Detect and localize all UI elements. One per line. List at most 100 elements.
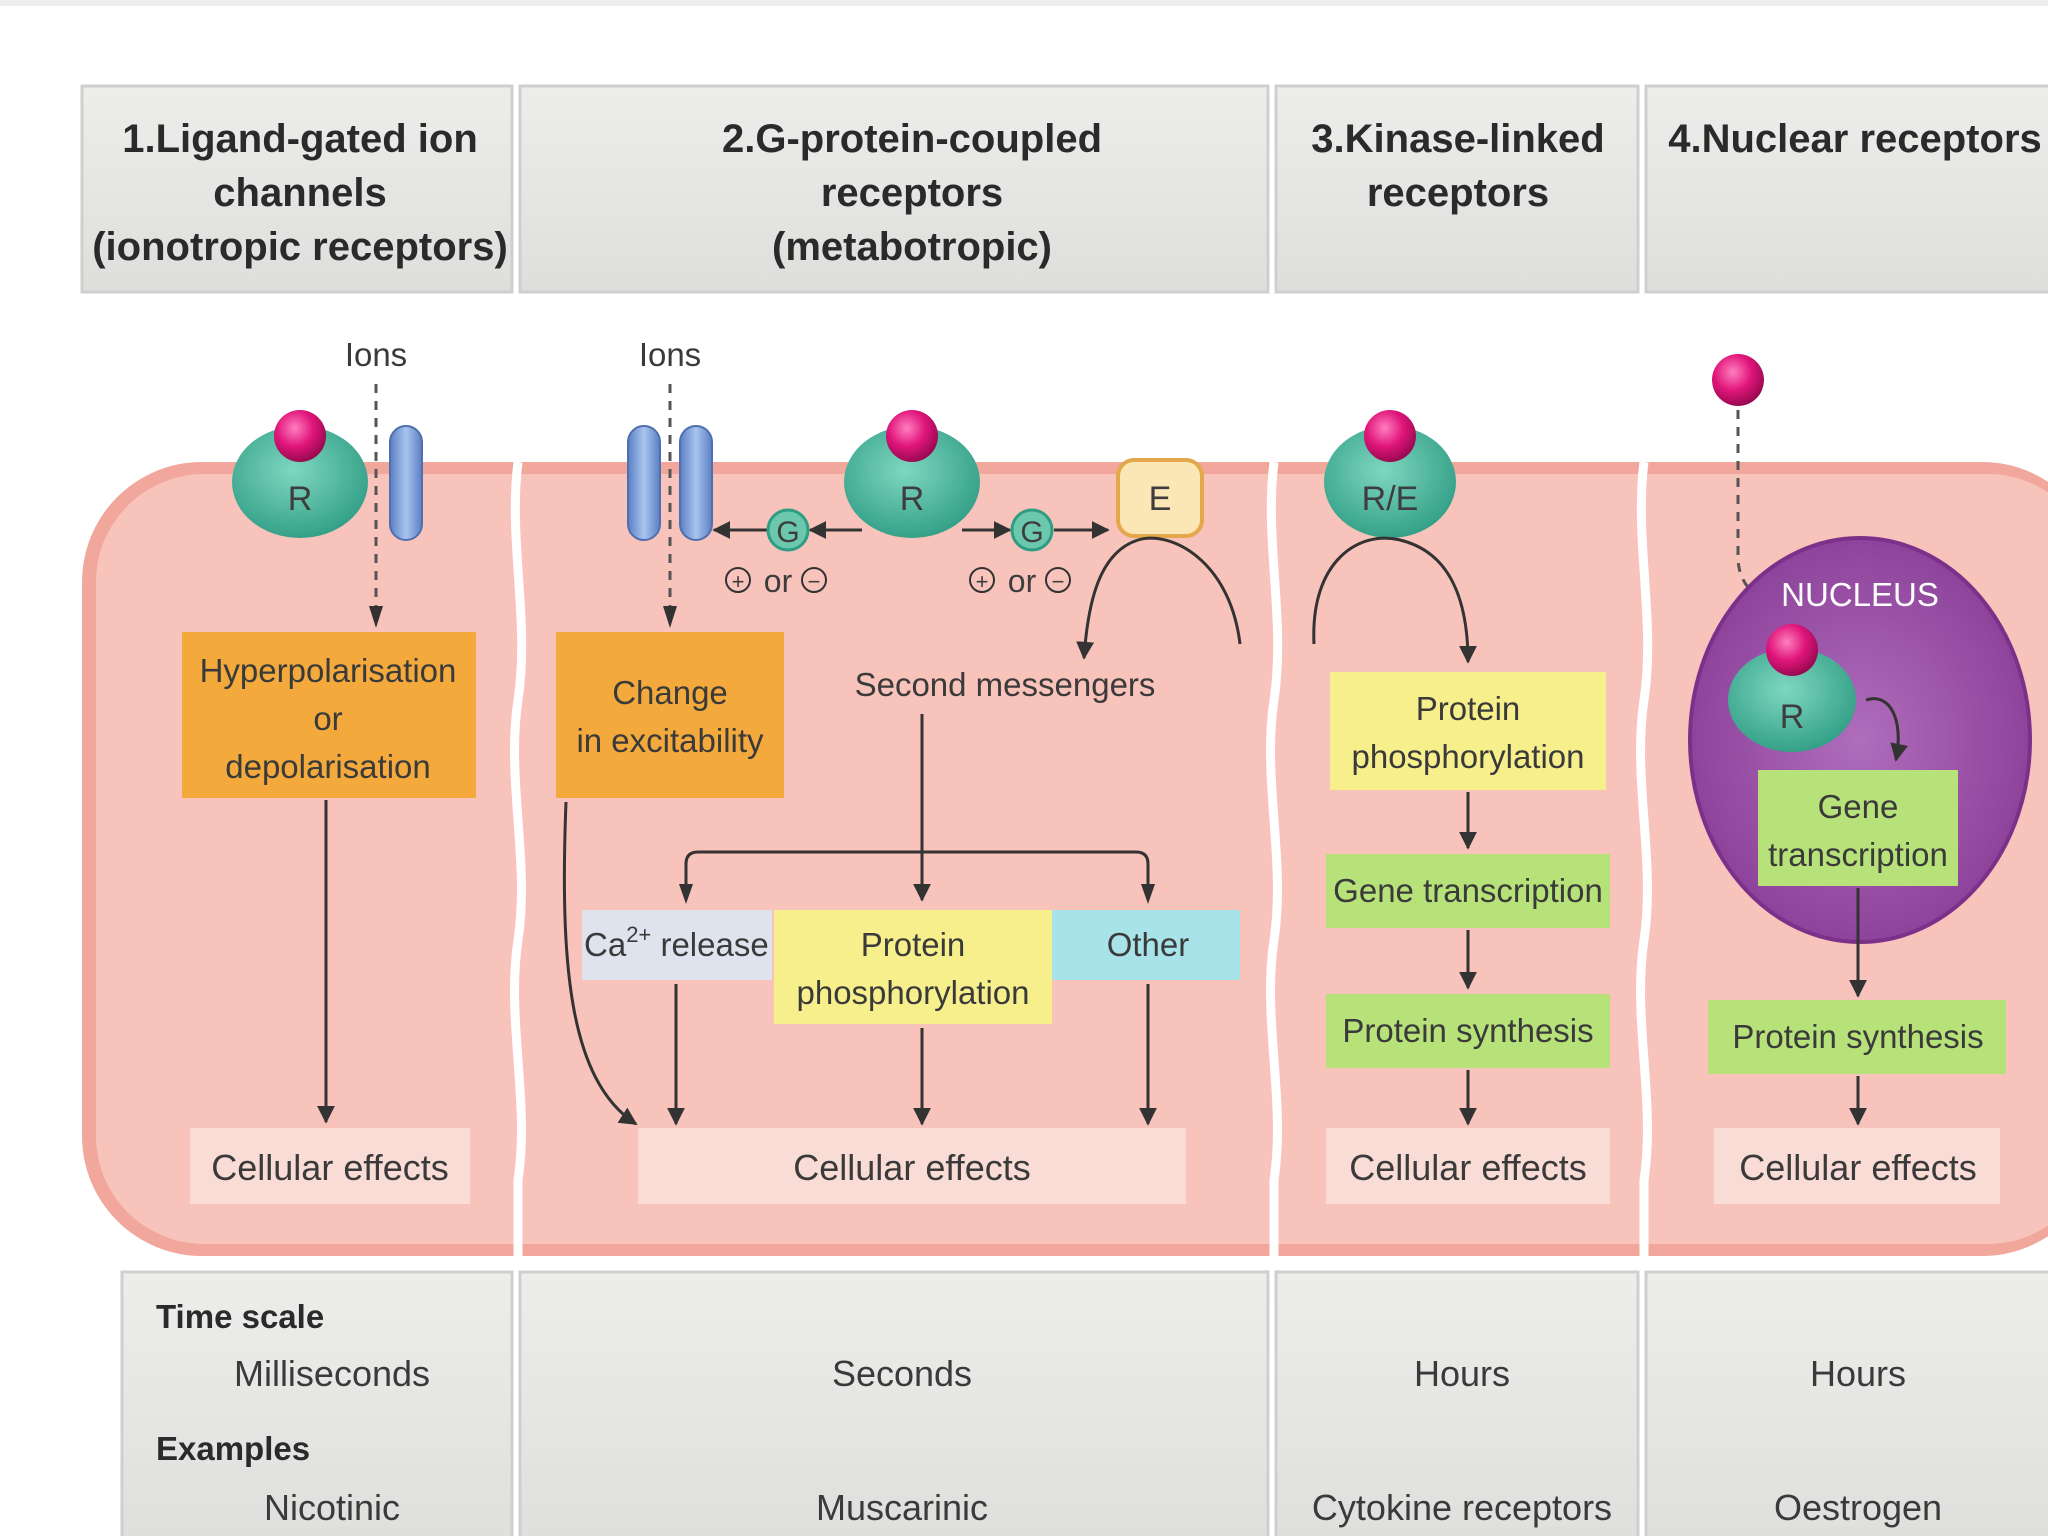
hyperpolarisation-line3: depolarisation (225, 748, 430, 785)
second-messengers-label: Second messengers (855, 666, 1156, 703)
protein-phosphorylation-line2: phosphorylation (1352, 738, 1585, 775)
excitability-to-effects-arrow (562, 801, 638, 1126)
column-ligand-gated: Ions R Hyperpolarisation or depolarisati… (182, 336, 476, 1204)
header-col3 (1274, 84, 1640, 294)
receptor-label: R (1780, 698, 1805, 736)
column-nuclear: NUCLEUS R Gene transcription Protein syn… (1688, 354, 2032, 1204)
cellular-effects-box (190, 1128, 470, 1204)
header-row: 1.Ligand-gated ion channels (ionotropic … (80, 84, 2048, 294)
ca-prefix: Ca (584, 926, 627, 963)
column-kinase-linked: R/E Protein phosphorylation Gene transcr… (1312, 410, 1610, 1204)
time-scale-col3: Hours (1414, 1353, 1510, 1394)
protein-phosphorylation-box (774, 910, 1052, 1024)
header-col4-line1: 4.Nuclear receptors (1668, 117, 2042, 161)
column-divider (1636, 461, 1653, 1256)
gene-transcription-box (1326, 854, 1610, 928)
gene-transcription-line2: transcription (1768, 836, 1948, 873)
ion-channel (627, 425, 661, 541)
protein-phosphorylation-line2: phosphorylation (797, 974, 1030, 1011)
ligand-icon (886, 410, 938, 462)
ligand-icon (1364, 410, 1416, 462)
ions-label: Ions (345, 336, 407, 373)
example-col2: Muscarinic (816, 1487, 988, 1528)
change-excitability-line1: Change (612, 674, 728, 711)
g-protein-icon (1010, 508, 1054, 552)
protein-synthesis-box (1708, 1000, 2006, 1074)
protein-phosphorylation-box (1330, 672, 1606, 790)
examples-label: Examples (156, 1430, 310, 1467)
header-col2 (518, 84, 1270, 294)
hyperpolarisation-line1: Hyperpolarisation (200, 652, 457, 689)
ca-release-box (582, 910, 772, 980)
receptor-label: R (900, 480, 925, 518)
receptor-icon (844, 426, 980, 538)
g-protein-icon (766, 508, 810, 552)
ions-label: Ions (639, 336, 701, 373)
receptor-enzyme-label: R/E (1362, 480, 1419, 518)
cellular-effects-label: Cellular effects (793, 1147, 1030, 1188)
receptor-label: R (288, 480, 313, 518)
receptor-icon (1728, 648, 1856, 752)
plus-icon (725, 567, 751, 593)
column-g-protein-coupled: Ions R G + or − G + or − E Change (556, 336, 1242, 1204)
header-col1 (80, 84, 514, 294)
header-col2-line1: 2.G-protein-coupled (722, 117, 1102, 161)
header-col4 (1644, 84, 2048, 294)
gene-transcription-box (1758, 770, 1958, 886)
ca-superscript: 2+ (626, 922, 651, 947)
bottom-table: Time scale Milliseconds Seconds Hours Ho… (120, 1270, 2048, 1536)
effector-icon (1116, 458, 1204, 538)
time-scale-col2: Seconds (832, 1353, 972, 1394)
effector-curved-arrow (1076, 536, 1242, 660)
other-box (1052, 910, 1240, 980)
gene-transcription-line1: Gene (1818, 788, 1899, 825)
minus-icon (801, 567, 827, 593)
protein-synthesis-box (1326, 994, 1610, 1068)
protein-phosphorylation-line1: Protein (1416, 690, 1521, 727)
minus-sign: − (1052, 569, 1065, 594)
ion-channel (679, 425, 713, 541)
ligand-icon (1766, 624, 1818, 676)
bottom-cell-col1 (120, 1270, 514, 1536)
header-col1-line1: 1.Ligand-gated ion (122, 117, 478, 161)
ligand-icon (1712, 354, 1764, 406)
g-protein-label: G (776, 516, 799, 549)
ions-arrowhead (369, 606, 383, 628)
arrowhead-ca (679, 884, 693, 904)
cellular-effects-label: Cellular effects (1349, 1147, 1586, 1188)
ca-release-label: Ca2+ release (584, 922, 769, 963)
plus-sign: + (732, 569, 745, 594)
example-col3: Cytokine receptors (1312, 1487, 1612, 1528)
header-col2-line3: (metabotropic) (772, 225, 1052, 269)
plus-icon (969, 567, 995, 593)
protein-synthesis-label: Protein synthesis (1342, 1012, 1593, 1049)
cellular-effects-label: Cellular effects (1739, 1147, 1976, 1188)
kinase-curved-arrow (1312, 536, 1477, 664)
branch-bar (684, 850, 1150, 898)
g-protein-label: G (1020, 516, 1043, 549)
gene-transcription-label: Gene transcription (1333, 872, 1603, 909)
cellular-effects-label: Cellular effects (211, 1147, 448, 1188)
ligand-icon (274, 410, 326, 462)
ions-arrowhead (663, 606, 677, 628)
minus-sign: − (808, 569, 821, 594)
hyperpolarisation-box (182, 632, 476, 798)
plus-sign: + (976, 569, 989, 594)
header-col3-line2: receptors (1367, 171, 1549, 215)
ligand-entry-line (1736, 410, 1771, 606)
protein-phosphorylation-line1: Protein (861, 926, 966, 963)
header-col2-line2: receptors (821, 171, 1003, 215)
example-col1: Nicotinic (264, 1487, 400, 1528)
bottom-cell-col2 (518, 1270, 1270, 1536)
cellular-effects-box (1714, 1128, 2000, 1204)
arrowhead-other (1141, 884, 1155, 904)
protein-synthesis-label: Protein synthesis (1732, 1018, 1983, 1055)
cellular-effects-box (1326, 1128, 1610, 1204)
time-scale-label: Time scale (156, 1298, 324, 1335)
or-label: or (1008, 563, 1037, 599)
receptor-icon (232, 426, 368, 538)
receptor-enzyme-icon (1324, 426, 1456, 538)
nucleus-label: NUCLEUS (1781, 576, 1939, 613)
time-scale-col4: Hours (1810, 1353, 1906, 1394)
